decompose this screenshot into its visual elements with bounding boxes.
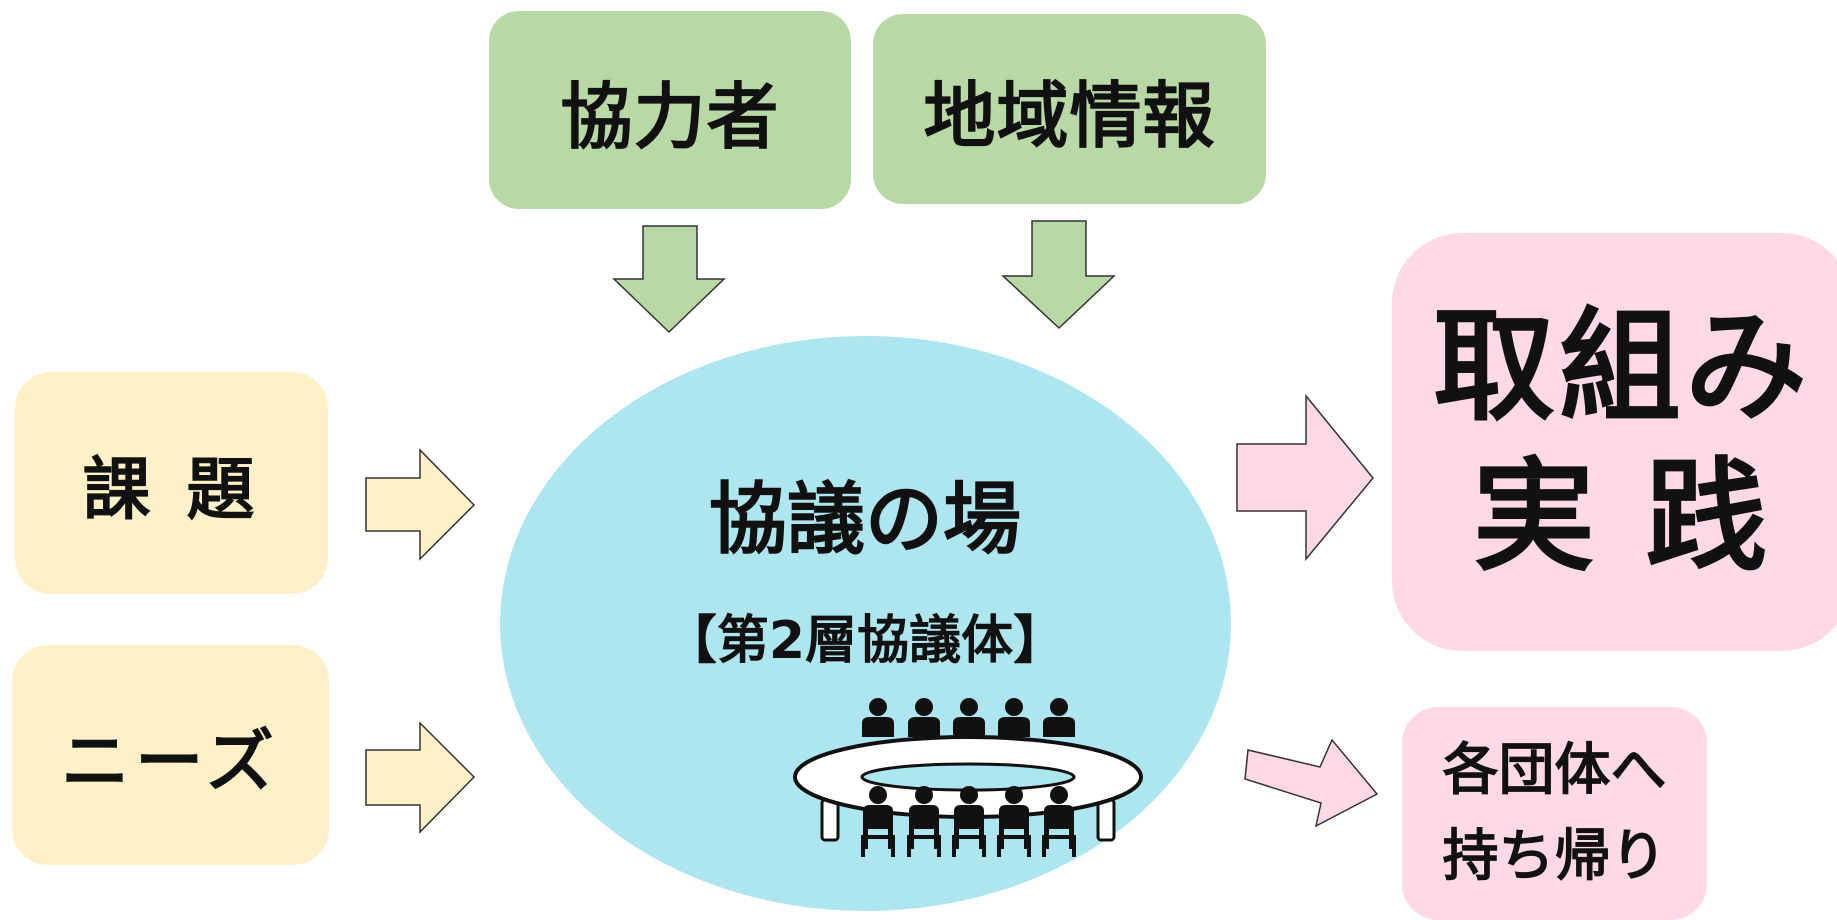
needs-label: ニーズ (61, 722, 280, 802)
return-box: 各団体へ 持ち帰り (1402, 707, 1707, 920)
down-arrow-right (1001, 220, 1116, 330)
right-arrow-needs (365, 721, 476, 834)
down-arrow-left (612, 225, 726, 334)
partner-box: 協力者 (489, 11, 851, 209)
action-box: 取組み 実 践 (1392, 233, 1837, 651)
center-subtitle: 【第2層協議体】 (664, 611, 1066, 671)
regional-info-box: 地域情報 (873, 14, 1266, 204)
bottom-people (861, 786, 1076, 857)
center-title: 協議の場 (708, 475, 1021, 565)
top-people (862, 698, 1075, 737)
right-arrow-issues (365, 448, 476, 561)
action-label: 取組み 実 践 (1433, 296, 1811, 588)
partner-label: 協力者 (560, 74, 780, 159)
issues-box: 課 題 (15, 372, 328, 594)
regional-info-label: 地域情報 (923, 73, 1216, 158)
diagonal-arrow-return (1244, 738, 1379, 828)
return-label: 各団体へ 持ち帰り (1442, 737, 1667, 889)
needs-box: ニーズ (12, 645, 329, 865)
right-arrow-action (1236, 393, 1374, 562)
issues-label: 課 題 (82, 450, 261, 530)
